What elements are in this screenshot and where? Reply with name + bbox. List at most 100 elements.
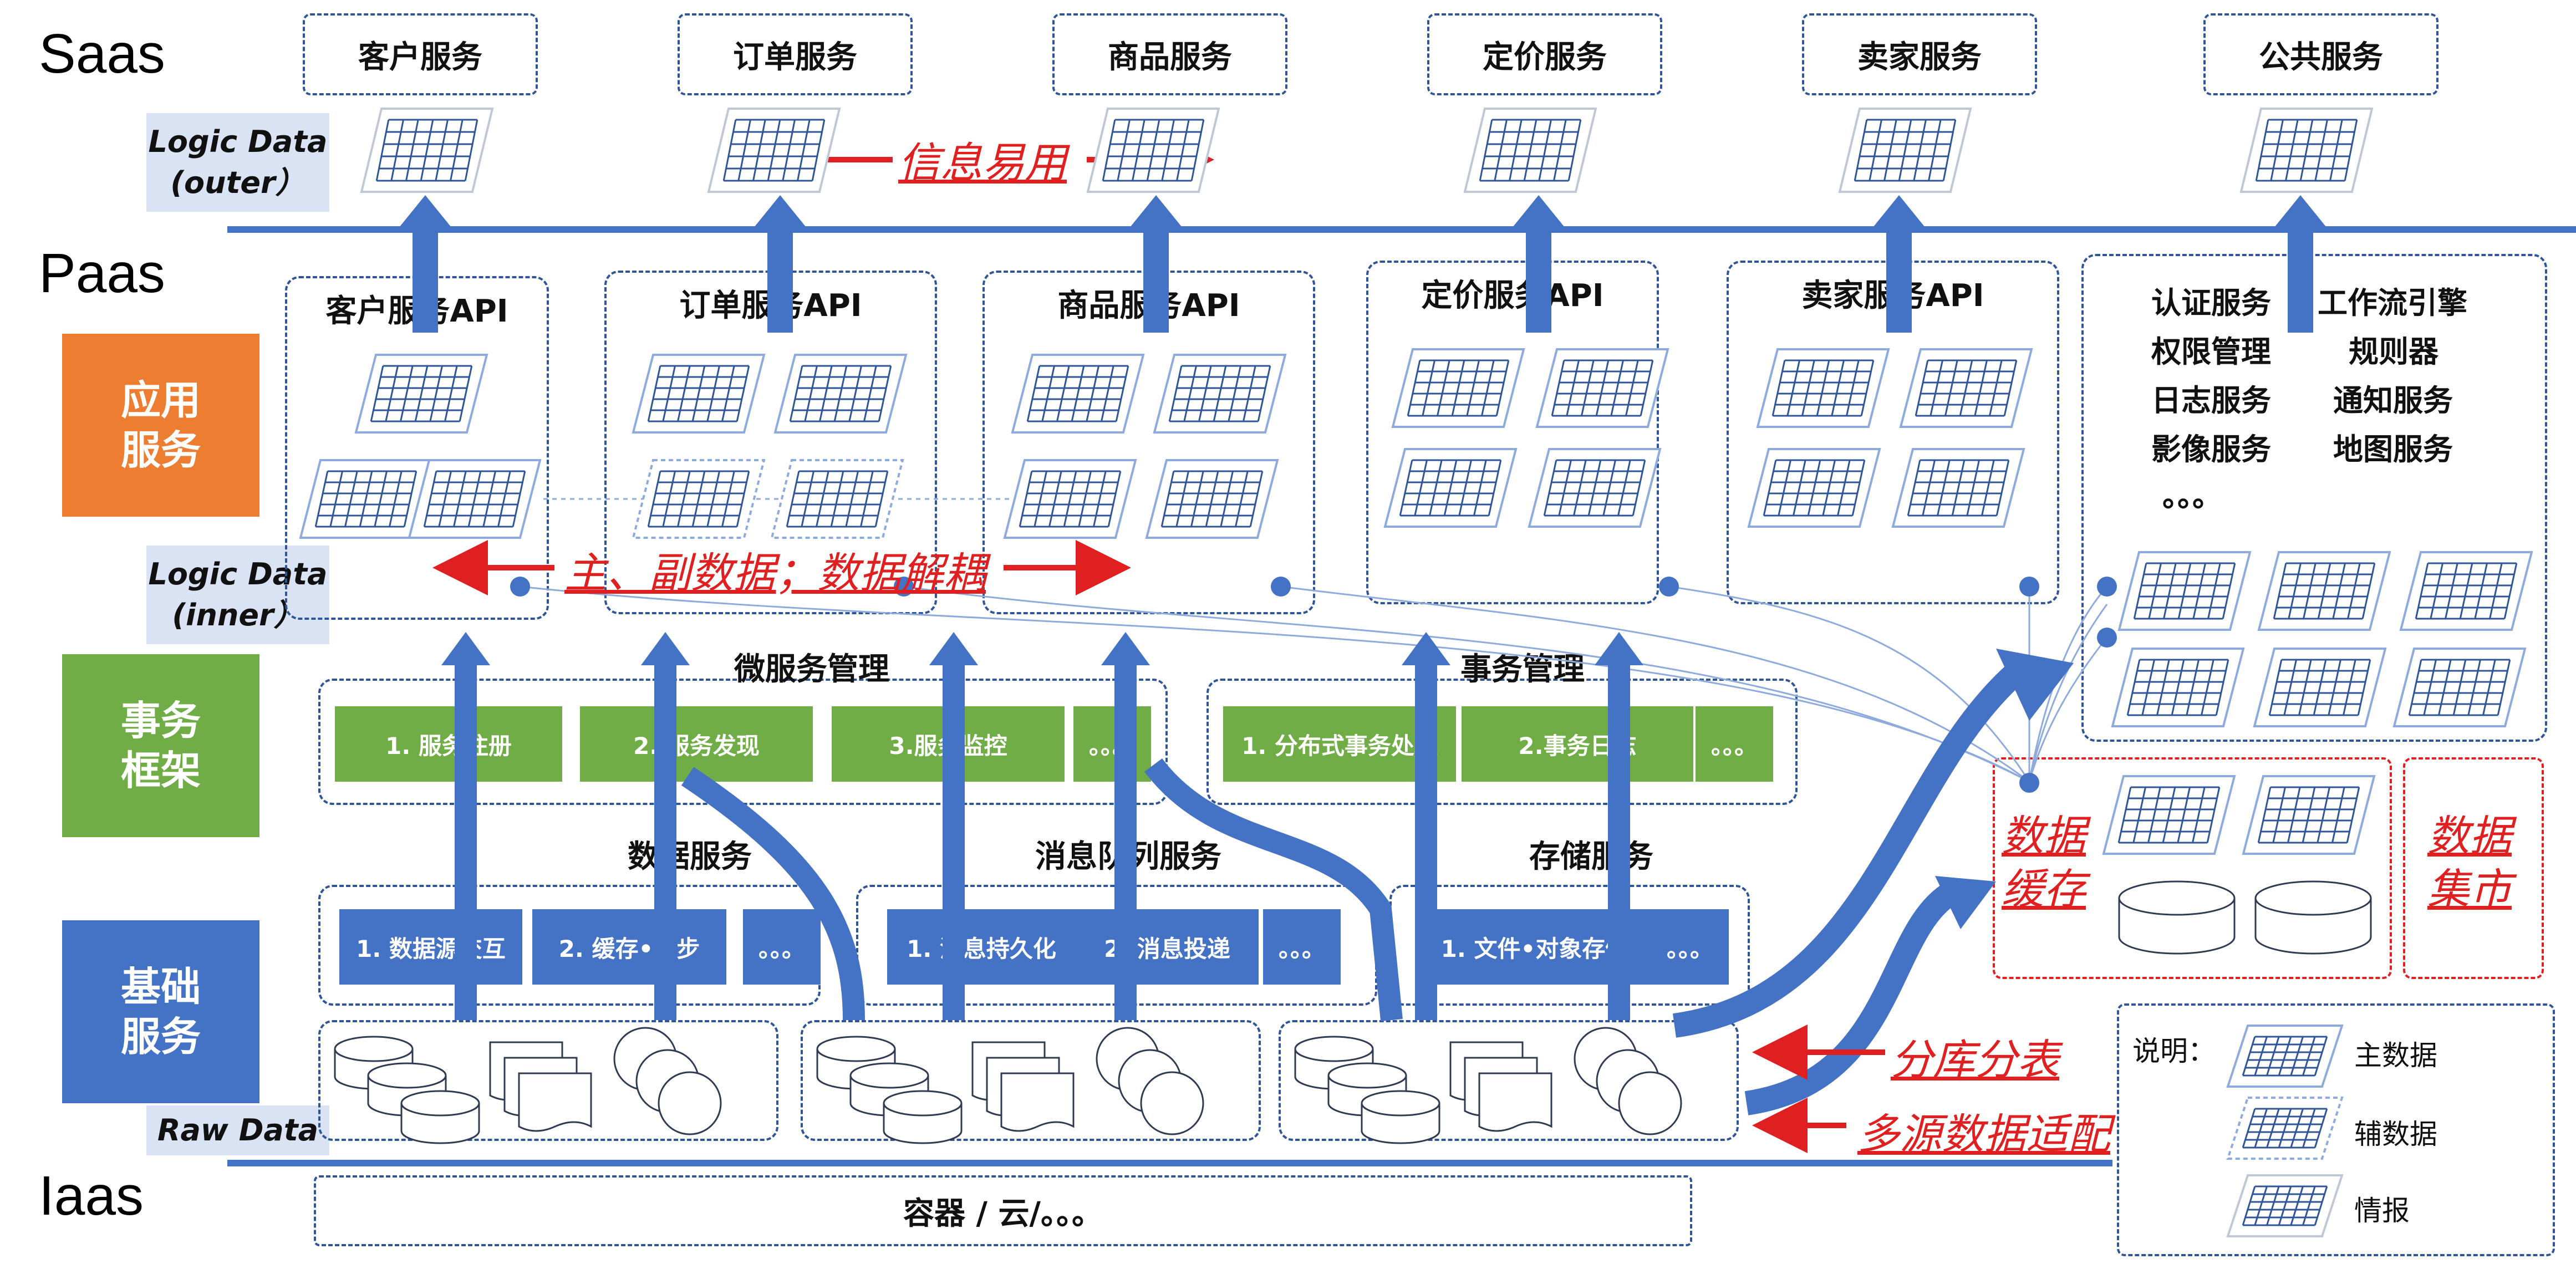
- logic-data-inner-label: Logic Data(inner）: [146, 546, 329, 644]
- data-cache-label: 数据缓存: [2002, 811, 2086, 914]
- grid-icon: [408, 459, 542, 539]
- side-label-transaction-framework: 事务框架: [62, 654, 259, 837]
- transaction-item-more: 。。。: [1696, 706, 1773, 782]
- grid-icon: [2226, 1174, 2344, 1237]
- legend-aux-label: 辅数据: [2354, 1118, 2437, 1150]
- grid-icon: [360, 108, 494, 193]
- data-grid-icons: [299, 108, 2533, 1237]
- saas-public-service: 公共服务: [2203, 13, 2438, 95]
- side-label-base-service: 基础服务: [62, 920, 259, 1103]
- storage-service-title: 存储服务: [1529, 839, 1653, 875]
- grid-icon: [1756, 348, 1890, 428]
- saas-customer-service: 客户服务: [303, 13, 538, 95]
- grid-icon: [2242, 775, 2376, 855]
- data-service-item-source: 1. 数据源交互: [339, 909, 522, 985]
- saas-seller-service: 卖家服务: [1802, 13, 2037, 95]
- layer-label-paas: Paas: [39, 242, 165, 304]
- message-icon: [613, 1027, 722, 1135]
- grid-icon: [1891, 448, 2025, 528]
- iaas-container-bar: 容器 / 云/。。。: [314, 1175, 1692, 1246]
- public-service-8: 地图服务: [2333, 432, 2453, 467]
- raw-data-store-3: [1279, 1020, 1739, 1141]
- grid-icon: [632, 459, 766, 539]
- public-service-7: 影像服务: [2151, 432, 2271, 467]
- saas-product-service: 商品服务: [1052, 13, 1287, 95]
- database-icon: [883, 1090, 963, 1144]
- grid-icon: [2111, 648, 2245, 727]
- grid-icon: [1391, 348, 1525, 428]
- grid-icon: [2239, 108, 2374, 193]
- legend-box: [2117, 1003, 2555, 1256]
- database-icon: [2118, 880, 2236, 955]
- grid-icon: [632, 354, 766, 434]
- grid-icon: [773, 354, 908, 434]
- vertical-arrows: [399, 195, 2326, 1020]
- data-mart-label: 数据集市: [2427, 811, 2512, 914]
- grid-icon: [2399, 551, 2533, 631]
- grid-icon: [1086, 108, 1220, 193]
- grid-icon: [1528, 448, 1662, 528]
- grid-icon: [2392, 648, 2527, 727]
- grid-icon: [1145, 459, 1279, 539]
- public-service-1: 认证服务: [2151, 286, 2271, 320]
- legend-master-label: 主数据: [2354, 1039, 2437, 1072]
- database-icon: [400, 1090, 480, 1144]
- storage-icons: [334, 880, 2372, 1144]
- grid-icon: [1463, 108, 1597, 193]
- grid-icon: [2226, 1025, 2344, 1088]
- grid-icon: [770, 459, 904, 539]
- storage-service-item-more: 。。。: [1651, 909, 1729, 985]
- public-service-2: 工作流引擎: [2318, 286, 2467, 320]
- layer-label-saas: Saas: [39, 23, 165, 85]
- curved-arrows: [681, 661, 2027, 1115]
- grid-icon: [1003, 459, 1137, 539]
- api-title-pricing: 定价服务API: [1421, 278, 1604, 314]
- transaction-title: 事务管理: [1460, 651, 1585, 687]
- raw-data-store-2: [801, 1020, 1261, 1141]
- database-icon: [2254, 880, 2372, 955]
- grid-icon: [1011, 354, 1145, 434]
- legend-intel-label: 情报: [2354, 1195, 2410, 1227]
- document-icon: [489, 1041, 592, 1132]
- public-service-4: 规则器: [2349, 334, 2438, 369]
- saas-paas-divider: [227, 226, 2576, 233]
- grid-icon: [2257, 551, 2391, 631]
- grid-icon: [1747, 448, 1881, 528]
- legend-title: 说明：: [2132, 1035, 2216, 1067]
- microservice-title: 微服务管理: [734, 651, 889, 687]
- message-icon: [1574, 1027, 1682, 1135]
- public-service-3: 权限管理: [2151, 334, 2271, 369]
- public-service-more: 。。。: [2162, 478, 2222, 513]
- raw-data-store-1: [318, 1020, 778, 1141]
- grid-icon: [707, 108, 841, 193]
- grid-icon: [1383, 448, 1518, 528]
- database-icon: [1361, 1090, 1440, 1144]
- public-service-6: 通知服务: [2333, 383, 2453, 418]
- paas-iaas-divider: [227, 1160, 2112, 1166]
- grid-icon: [2253, 648, 2387, 727]
- side-label-app-service: 应用服务: [62, 334, 259, 517]
- public-service-box: [2081, 254, 2547, 742]
- grid-icon: [2226, 1097, 2344, 1160]
- raw-data-label: Raw Data: [146, 1105, 329, 1155]
- grid-icon: [1153, 354, 1287, 434]
- grid-icon: [2102, 775, 2236, 855]
- data-mart-box: [2403, 757, 2544, 979]
- document-icon: [971, 1041, 1075, 1132]
- layer-label-iaas: Iaas: [39, 1165, 144, 1227]
- sharding-label: 分库分表: [1891, 1035, 2059, 1084]
- logic-data-outer-label: Logic Data(outer）: [146, 113, 329, 212]
- document-icon: [1449, 1041, 1552, 1132]
- public-service-5: 日志服务: [2151, 383, 2271, 418]
- data-cache-box: [1993, 757, 2392, 979]
- grid-icon: [354, 354, 488, 434]
- microservice-item-register: 1. 服务注册: [335, 706, 562, 782]
- master-slave-label: 主、副数据；数据解耦: [564, 548, 986, 598]
- saas-order-service: 订单服务: [678, 13, 913, 95]
- grid-icon: [1838, 108, 1972, 193]
- transaction-box: [1206, 679, 1798, 805]
- message-icon: [1096, 1027, 1204, 1135]
- microservice-item-more: 。。。: [1073, 706, 1151, 782]
- red-arrows: [432, 132, 1885, 1153]
